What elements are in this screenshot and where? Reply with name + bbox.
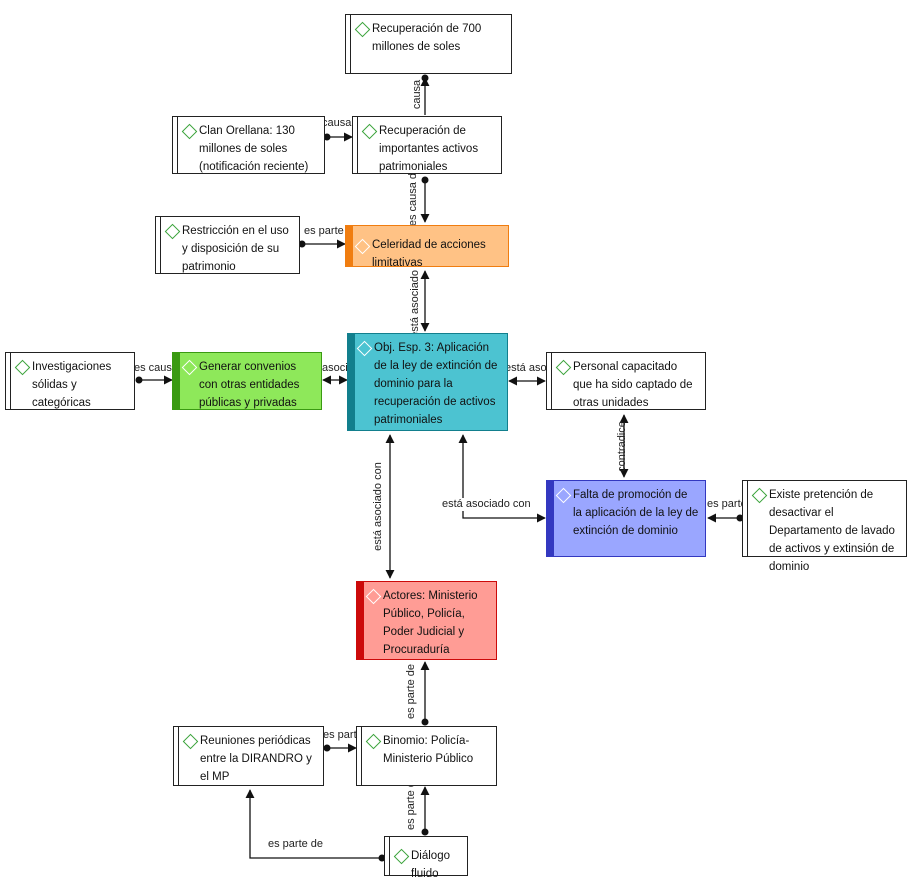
node-binomio[interactable]: Binomio: Policía-Ministerio Público <box>356 726 497 786</box>
edge-label-asociado-falta: está asociado con <box>442 498 531 511</box>
node-label: Investigaciones sólidas y categóricas <box>32 361 112 409</box>
node-label: Actores: Ministerio Público, Policía, Po… <box>383 590 478 656</box>
diamond-icon <box>14 359 31 376</box>
diamond-icon <box>751 487 768 504</box>
diamond-icon <box>365 588 382 605</box>
node-label: Binomio: Policía-Ministerio Público <box>383 735 474 765</box>
edge-dialogo-reuniones <box>245 789 382 859</box>
node-falta-promocion[interactable]: Falta de promoción de la aplicación de l… <box>546 480 706 557</box>
edge-label-es-parte-de-dialogo-reuniones: es parte de <box>268 838 324 851</box>
node-label: Recuperación de importantes activos patr… <box>379 125 479 173</box>
diamond-icon <box>354 238 371 255</box>
edge-label-causa: causa <box>411 79 424 110</box>
diamond-icon <box>365 733 382 750</box>
node-recuperacion-activos[interactable]: Recuperación de importantes activos patr… <box>352 116 502 174</box>
node-investigaciones[interactable]: Investigaciones sólidas y categóricas <box>5 352 135 410</box>
diamond-icon <box>393 848 410 865</box>
node-stripe <box>547 481 554 556</box>
node-personal[interactable]: Personal capacitado que ha sido captado … <box>546 352 706 410</box>
diamond-icon <box>361 123 378 140</box>
node-label: Celeridad de acciones limitativas <box>372 239 486 269</box>
diamond-icon <box>356 340 373 357</box>
edge-objetivo-falta <box>458 434 546 523</box>
node-label: Personal capacitado que ha sido captado … <box>573 361 693 409</box>
diamond-icon <box>181 123 198 140</box>
diamond-icon <box>555 359 572 376</box>
node-stripe <box>173 353 180 409</box>
node-recuperacion-700[interactable]: Recuperación de 700 millones de soles <box>345 14 512 74</box>
node-stripe <box>357 582 364 659</box>
node-label: Restricción en el uso y disposición de s… <box>182 225 289 273</box>
edge-label-contradice: contradice <box>615 421 628 472</box>
node-label: Obj. Esp. 3: Aplicación de la ley de ext… <box>374 342 498 426</box>
node-existe-pretencion[interactable]: Existe pretención de desactivar el Depar… <box>742 480 907 573</box>
node-dialogo[interactable]: Diálogo fluido <box>384 836 468 880</box>
node-label: Generar convenios con otras entidades pú… <box>199 361 300 409</box>
node-stripe <box>346 226 353 266</box>
node-generar-convenios[interactable]: Generar convenios con otras entidades pú… <box>172 352 322 410</box>
diamond-icon <box>181 359 198 376</box>
node-label: Existe pretención de desactivar el Depar… <box>769 489 895 573</box>
node-label: Clan Orellana: 130 millones de soles (no… <box>199 125 309 173</box>
node-stripe <box>348 334 355 430</box>
edge-label-asociado-actores: está asociado con <box>371 462 384 551</box>
node-clan-orellana[interactable]: Clan Orellana: 130 millones de soles (no… <box>172 116 325 174</box>
node-label: Diálogo fluido <box>411 850 450 880</box>
diamond-icon <box>182 733 199 750</box>
node-label: Recuperación de 700 millones de soles <box>372 23 482 53</box>
node-actores[interactable]: Actores: Ministerio Público, Policía, Po… <box>356 581 497 660</box>
node-label: Falta de promoción de la aplicación de l… <box>573 489 699 537</box>
edge-label-es-parte-de-binomio: es parte de <box>405 663 418 720</box>
node-celeridad[interactable]: Celeridad de acciones limitativas <box>345 225 509 269</box>
node-restriccion[interactable]: Restricción en el uso y disposición de s… <box>155 216 300 274</box>
diamond-icon <box>354 21 371 38</box>
diamond-icon <box>555 487 572 504</box>
node-label: Reuniones periódicas entre la DIRANDRO y… <box>200 735 312 783</box>
node-reuniones[interactable]: Reuniones periódicas entre la DIRANDRO y… <box>173 726 324 786</box>
node-objetivo[interactable]: Obj. Esp. 3: Aplicación de la ley de ext… <box>347 333 508 431</box>
diamond-icon <box>164 223 181 240</box>
